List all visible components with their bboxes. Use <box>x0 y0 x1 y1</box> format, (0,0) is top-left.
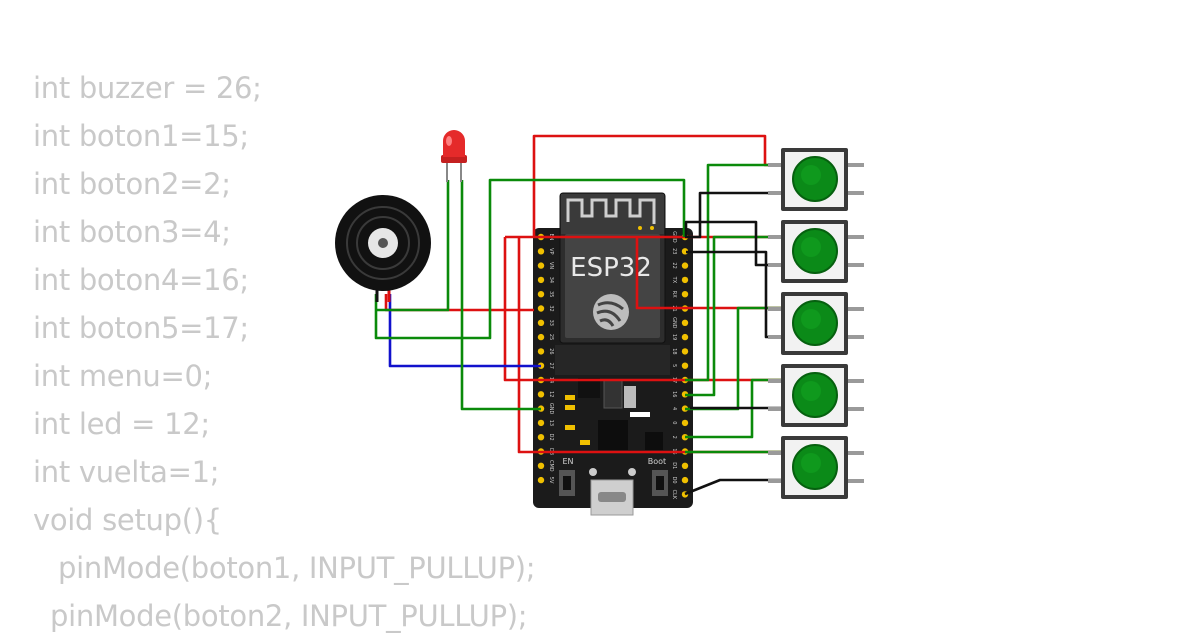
pin-label: 13 <box>548 420 554 426</box>
pin-dot[interactable] <box>537 248 545 255</box>
pin-label: 4 <box>671 407 677 410</box>
pin-dot[interactable] <box>681 319 689 326</box>
pushbutton-icon[interactable] <box>768 220 864 283</box>
pin-label: 23 <box>671 248 677 254</box>
pushbutton-icon[interactable] <box>768 292 864 355</box>
code-line: int boton4=16; <box>33 263 249 297</box>
pin-dot[interactable] <box>681 362 689 369</box>
pin-dot[interactable] <box>681 262 689 269</box>
code-line: int led = 12; <box>33 407 210 441</box>
buzzer-icon <box>335 195 431 302</box>
code-line: void setup(){ <box>33 503 222 537</box>
pin-dot[interactable] <box>537 391 545 398</box>
pushbutton-icon[interactable] <box>768 148 864 211</box>
pin-label: D1 <box>671 462 677 469</box>
pin-label: 5 <box>671 364 677 367</box>
wifi-antenna-icon <box>566 198 656 230</box>
pin-label: VN <box>548 262 554 269</box>
pin-label: 32 <box>548 305 554 311</box>
esp32-logo-icon <box>593 294 629 330</box>
pin-dot[interactable] <box>537 348 545 355</box>
pin-label: GND <box>671 317 677 329</box>
code-line: int vuelta=1; <box>33 455 220 489</box>
pin-label: 18 <box>671 348 677 354</box>
pin-dot[interactable] <box>537 276 545 284</box>
pin-label: CLK <box>671 490 677 500</box>
pin-dot[interactable] <box>537 291 545 298</box>
pin-dot[interactable] <box>681 419 689 427</box>
pin-label: 16 <box>671 391 677 397</box>
pushbutton-group <box>768 148 864 499</box>
pin-label: VP <box>548 248 554 254</box>
boot-label: Boot <box>648 457 666 466</box>
pin-dot[interactable] <box>537 333 545 341</box>
code-listing: int buzzer = 26; int boton1=15; int boto… <box>33 66 536 642</box>
led-icon <box>441 130 467 182</box>
pin-dot[interactable] <box>537 319 545 326</box>
pin-label: GND <box>548 403 554 415</box>
pin-label: CMD <box>548 460 554 472</box>
pin-label: D2 <box>548 434 554 441</box>
pin-label: 5V <box>548 477 554 484</box>
pin-label: 19 <box>671 334 677 340</box>
code-line: pinMode(boton2, INPUT_PULLUP); <box>50 599 528 633</box>
pin-dot[interactable] <box>537 305 545 312</box>
pin-dot[interactable] <box>681 348 689 355</box>
code-line: int boton2=2; <box>33 167 231 201</box>
pin-label: TX <box>671 276 677 284</box>
pin-label: 2 <box>671 436 677 439</box>
pin-dot[interactable] <box>537 419 545 427</box>
pushbutton-icon[interactable] <box>768 436 864 499</box>
pushbutton-icon[interactable] <box>768 364 864 427</box>
pin-label: 35 <box>548 291 554 297</box>
pin-dot[interactable] <box>681 462 689 469</box>
pin-dot[interactable] <box>537 462 545 469</box>
code-line: int boton1=15; <box>33 119 249 153</box>
pin-label: 26 <box>548 348 554 354</box>
pin-dot[interactable] <box>681 333 689 341</box>
pin-dot[interactable] <box>537 476 545 484</box>
pin-label: 27 <box>548 363 554 369</box>
usb-port <box>590 479 634 516</box>
pin-dot[interactable] <box>681 276 689 284</box>
code-line: int menu=0; <box>33 359 213 393</box>
pin-label: 34 <box>548 277 554 283</box>
board-label: ESP32 <box>570 253 652 283</box>
pin-dot[interactable] <box>681 291 689 298</box>
code-line: pinMode(boton1, INPUT_PULLUP); <box>58 551 536 585</box>
pin-dot[interactable] <box>537 262 545 269</box>
code-line: int boton5=17; <box>33 311 249 345</box>
code-line: int boton3=4; <box>33 215 231 249</box>
pin-label: RX <box>671 291 677 298</box>
code-line: int buzzer = 26; <box>33 71 262 105</box>
pin-dot[interactable] <box>681 476 689 484</box>
wires <box>374 134 782 496</box>
pin-label: 25 <box>548 334 554 340</box>
en-label: EN <box>562 457 573 466</box>
pin-label: 33 <box>548 320 554 326</box>
pin-label: D0 <box>671 477 677 484</box>
pin-label: 12 <box>548 391 554 397</box>
pin-label: 22 <box>671 262 677 268</box>
pin-label: 0 <box>671 421 677 424</box>
pin-dot[interactable] <box>537 434 545 441</box>
